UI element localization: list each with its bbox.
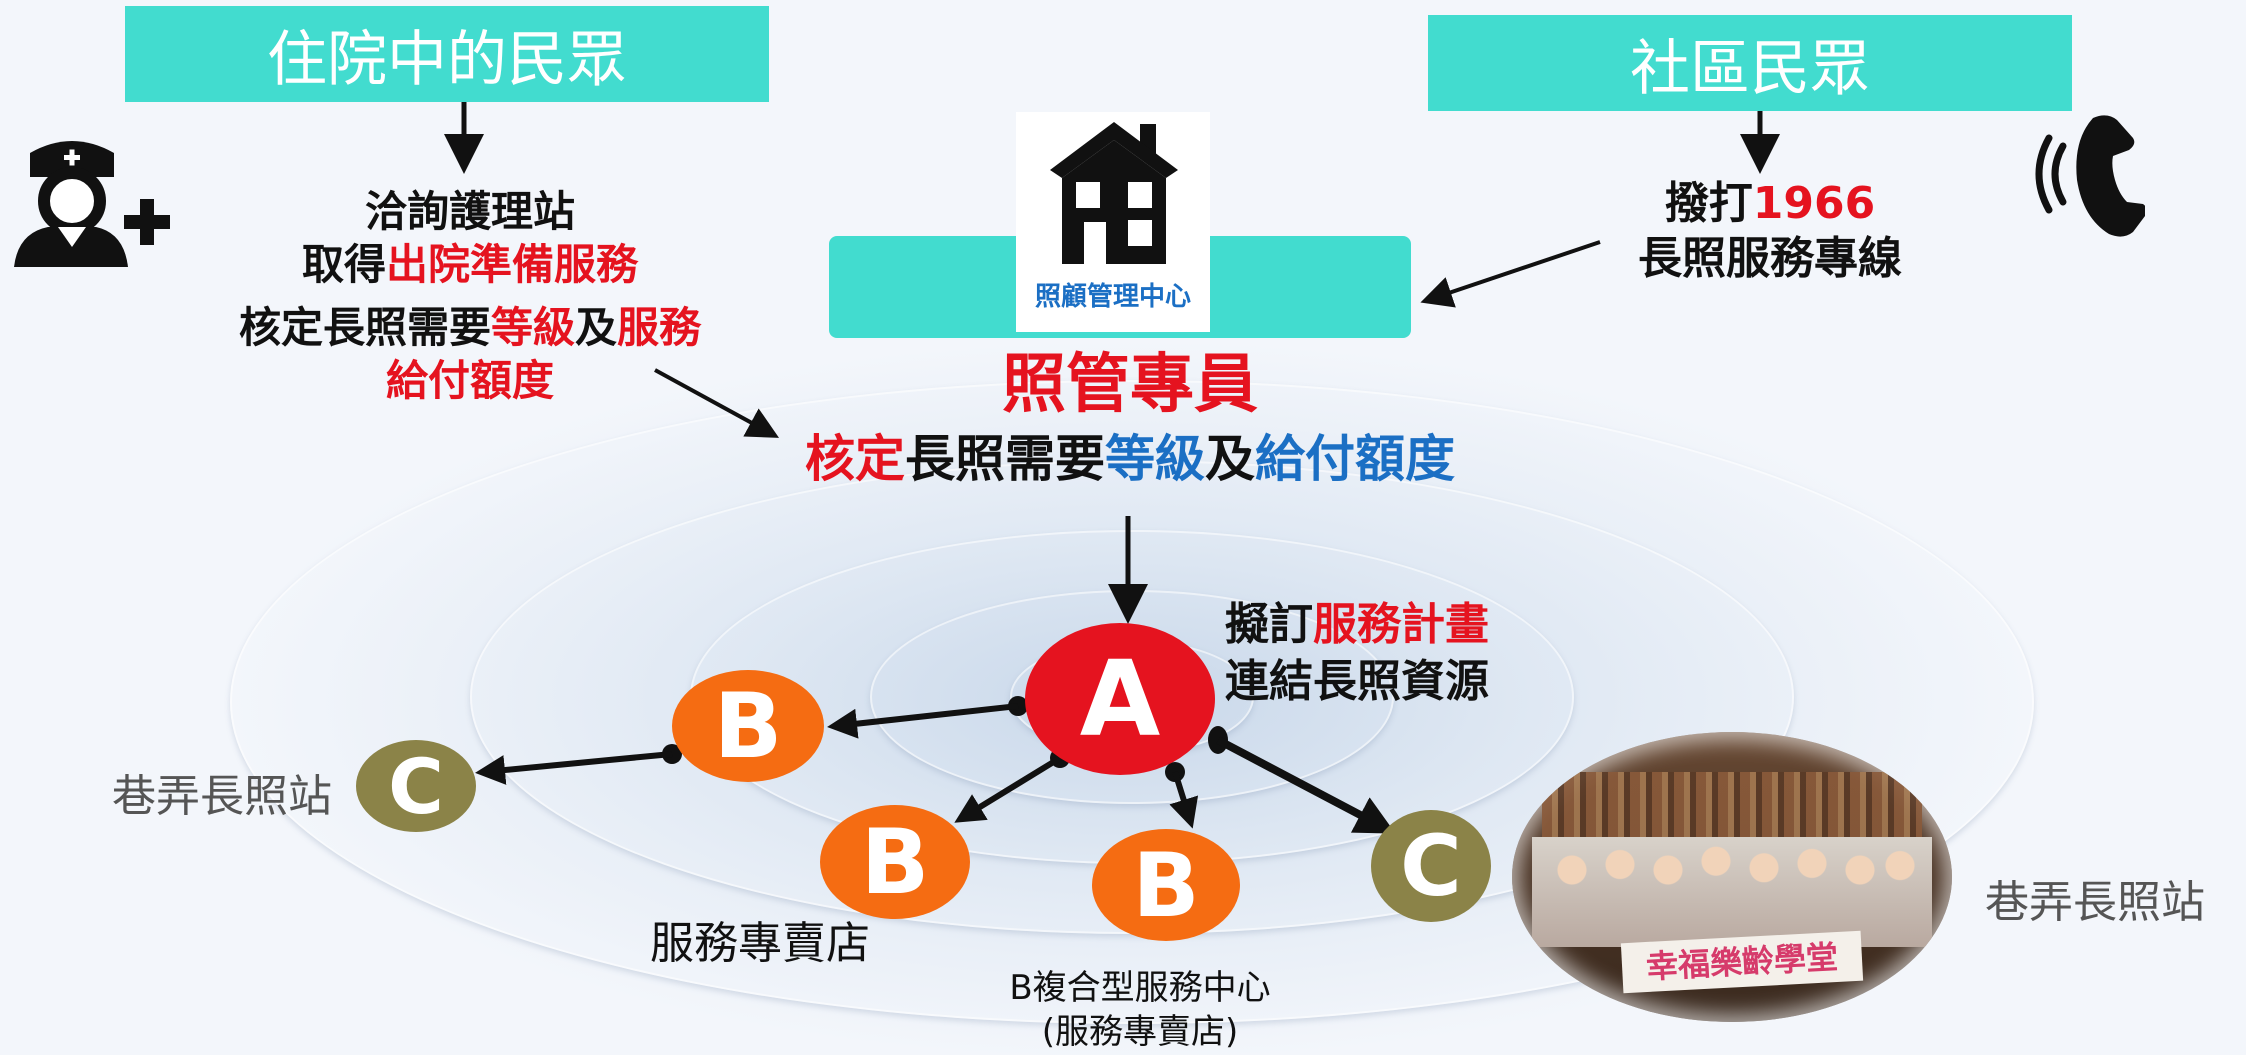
photo-banner-text: 幸福樂齡學堂 (1645, 938, 1839, 986)
hospitalized-public-label: 住院中的民眾 (267, 24, 627, 95)
approval-and: 及 (575, 303, 618, 352)
b-center-line1: B複合型服務中心 (1009, 968, 1271, 1008)
arrow-hospital-to-manager (654, 368, 780, 438)
care-management-center-card: 照顧管理中心 (1016, 112, 1210, 332)
plan-service-plan: 服務計畫 (1313, 599, 1489, 650)
connector-a-to-b-bottom (1165, 762, 1199, 829)
hotline-number: 1966 (1752, 178, 1876, 229)
node-b-bottom-left-label: B (860, 809, 930, 915)
lane-station-right-label: 巷弄長照站 (1985, 877, 2205, 928)
consult-nursing-station: 洽詢護理站 (364, 187, 575, 236)
hotline-text: 撥打1966 長照服務專線 (1580, 176, 1960, 286)
community-public-label: 社區民眾 (1630, 33, 1870, 104)
node-c-right: C (1371, 810, 1491, 922)
discharge-service: 出院準備服務 (386, 239, 639, 289)
hospitalized-public-bar: 住院中的民眾 (125, 6, 769, 102)
node-a-label: A (1079, 638, 1161, 760)
approval-payment: 給付額度 (385, 355, 554, 405)
assess-approve: 核定 (805, 430, 905, 488)
link-resources: 連結長照資源 (1225, 656, 1489, 708)
approval-level: 等級 (490, 303, 575, 352)
care-manager-title: 照管專員 (1002, 348, 1258, 422)
service-shop-label: 服務專賣店 (650, 918, 870, 969)
care-management-center-label: 照顧管理中心 (1034, 282, 1191, 312)
hotline-service-line: 長照服務專線 (1638, 233, 1902, 284)
approval-service: 服務 (617, 303, 702, 352)
house-icon (1046, 118, 1182, 272)
b-center-label: B複合型服務中心 (服務專賣店) (960, 966, 1320, 1054)
plan-prefix: 擬訂 (1225, 599, 1313, 650)
connector-a-to-c-right (1208, 726, 1396, 834)
assess-needs: 長照需要 (905, 430, 1105, 488)
arrow-hotline-to-center (1420, 240, 1601, 308)
approval-text: 核定長照需要等級及服務 給付額度 (170, 302, 770, 407)
lane-station-left-label: 巷弄長照站 (112, 771, 332, 822)
crowd (1532, 837, 1932, 947)
node-a: A (1025, 623, 1215, 775)
group-photo: 幸福樂齡學堂 (1512, 732, 1952, 1022)
community-public-bar: 社區民眾 (1428, 15, 2072, 111)
approval-line: 核定長照需要等級及服務 (170, 302, 770, 355)
bookshelf (1542, 772, 1922, 842)
connector-a-to-b-left (827, 696, 1028, 739)
hotline-line: 撥打1966 (1580, 176, 1960, 231)
node-b-bottom-label: B (1132, 833, 1200, 937)
node-b-left: B (672, 670, 824, 782)
phone-icon (2025, 110, 2147, 240)
hospital-process-text: 洽詢護理站 取得出院準備服務 (190, 186, 750, 291)
connector-b-to-c-left (475, 744, 682, 785)
approval-prefix: 核定長照需要 (238, 303, 491, 352)
node-b-left-label: B (713, 673, 783, 779)
assess-and: 及 (1205, 430, 1255, 488)
plan-line: 擬訂服務計畫 (1225, 596, 1525, 653)
assess-payment: 給付額度 (1255, 430, 1455, 488)
b-center-line2: (服務專賣店) (1041, 1012, 1239, 1053)
node-c-left: C (356, 740, 476, 832)
node-c-left-label: C (388, 741, 444, 831)
node-b-bottom-left: B (820, 805, 970, 919)
assessment-line: 核定長照需要等級及給付額度 (760, 428, 1500, 491)
assess-level: 等級 (1105, 430, 1205, 488)
node-c-right-label: C (1400, 817, 1462, 915)
node-b-bottom: B (1092, 829, 1240, 941)
nurse-icon (12, 135, 182, 270)
discharge-line: 取得出院準備服務 (190, 239, 750, 292)
hotline-prefix: 撥打 (1664, 178, 1753, 229)
discharge-prefix: 取得 (301, 239, 386, 289)
connector-a-to-b-bottom-left (954, 748, 1070, 823)
service-plan-text: 擬訂服務計畫 連結長照資源 (1225, 596, 1525, 710)
